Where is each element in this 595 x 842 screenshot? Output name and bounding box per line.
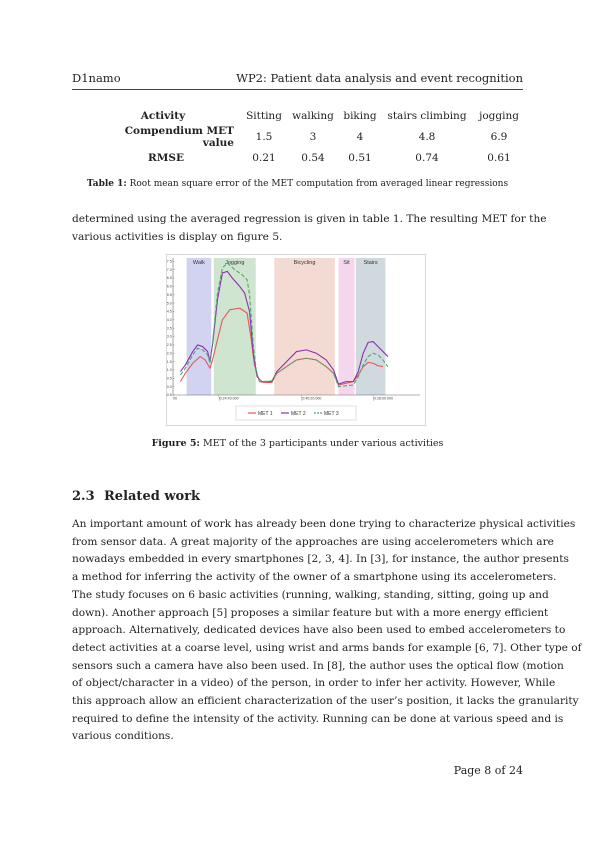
y-tick-label: 3.5 [167, 326, 172, 330]
activity-region [338, 258, 355, 395]
table-row: RMSE 0.21 0.54 0.51 0.74 0.61 [92, 150, 526, 166]
paragraph-line: determined using the averaged regression… [72, 213, 547, 225]
legend-label: MET 1 [258, 411, 273, 417]
y-tick-label: 3.0 [167, 335, 172, 339]
y-tick-label: 0.0 [167, 385, 172, 389]
figure-caption: Figure 5: MET of the 3 participants unde… [0, 438, 595, 449]
header-divider [72, 89, 523, 90]
paragraph-line: this approach allow an efficient charact… [72, 695, 579, 708]
paragraph-line: An important amount of work has already … [72, 518, 576, 530]
table-cell: 0.61 [487, 152, 511, 164]
table-cell: 0.74 [415, 152, 439, 164]
page-number: Page 8 of 24 [453, 764, 523, 777]
paragraph-line: detect activities at a coarse level, usi… [72, 641, 582, 654]
paragraph-related-work: An important amount of work has already … [72, 516, 582, 746]
y-tick-label: 0.5 [167, 376, 172, 380]
activity-region-label: Bicycling [294, 260, 316, 266]
section-number: 2.3 [72, 489, 95, 504]
table-cell: 1.5 [255, 131, 273, 143]
figure-caption-label: Figure 5: [151, 438, 200, 449]
y-tick-label: 5.5 [167, 293, 172, 297]
table-row: Compendium MET value 1.5 3 4 4.8 6.9 [92, 124, 526, 150]
activity-region-label: Walk [193, 260, 205, 266]
activity-region-label: Sit [343, 260, 350, 266]
table-header-cell: jogging [479, 110, 519, 122]
paragraph-line: a method for inferring the activity of t… [72, 571, 557, 584]
legend-label: MET 3 [324, 411, 339, 417]
x-tick-label: 00 [173, 397, 177, 401]
table-cell: 6.9 [490, 131, 508, 143]
y-tick-label: 4.0 [167, 318, 172, 322]
y-tick-label: 7.5 [167, 260, 172, 264]
legend-label: MET 2 [291, 411, 306, 417]
table-cell: 4 [356, 131, 364, 143]
activity-region-label: Stairs [364, 260, 378, 266]
table-header-cell: stairs climbing [387, 110, 467, 122]
x-tick-label: [0:28:00.000 [373, 397, 393, 401]
y-tick-label: 1.5 [167, 360, 172, 364]
table-cell: 0.21 [252, 152, 276, 164]
x-tick-label: [0:24:43.000 [219, 397, 239, 401]
table-cell: 0.54 [301, 152, 325, 164]
paragraph-intro: determined using the averaged regression… [72, 211, 547, 246]
running-header-project: D1namo [72, 71, 121, 85]
y-tick-label: 6.5 [167, 276, 172, 280]
activity-region-label: Jogging [225, 260, 244, 266]
y-tick-label: -0.5 [166, 393, 172, 397]
y-tick-label: 2.5 [167, 343, 172, 347]
series-line [179, 307, 384, 386]
y-tick-label: 2.0 [167, 351, 172, 355]
paragraph-line: sensors such a camera have also been use… [72, 659, 564, 672]
y-tick-label: 1.0 [167, 368, 172, 372]
table-cell: 4.8 [418, 131, 436, 143]
table-header-cell: Sitting [246, 110, 282, 122]
table-header-cell: Activity [140, 110, 186, 122]
section-title: Related work [104, 489, 201, 504]
met-rmse-table: Activity Sitting walking biking stairs c… [92, 108, 526, 166]
table-cell: 0.51 [348, 152, 372, 164]
table-row-header: Compendium MET value [124, 125, 234, 149]
paragraph-line: down). Another approach [5] proposes a s… [72, 606, 549, 619]
y-tick-label: 6.0 [167, 285, 172, 289]
activity-region [186, 258, 212, 395]
table-header-cell: walking [292, 110, 334, 122]
paragraph-line: from sensor data. A great majority of th… [72, 535, 554, 548]
x-tick-label: [0:45:20.000 [301, 397, 321, 401]
met-chart: Walk Jogging Bicycling Sit Stairs 7.5 7.0 6.5 6.… [166, 254, 426, 426]
y-tick-label: 7.0 [167, 268, 172, 272]
y-tick-label: 5.0 [167, 301, 172, 305]
paragraph-line: required to define the intensity of the … [72, 712, 564, 725]
table-row-header: RMSE [148, 152, 184, 164]
table-header-row: Activity Sitting walking biking stairs c… [92, 108, 526, 124]
table-header-cell: biking [343, 110, 377, 122]
met-chart-svg: Walk Jogging Bicycling Sit Stairs 7.5 7.0 6.5 6.… [166, 254, 426, 426]
paragraph-line: The study focuses on 6 basic activities … [72, 588, 549, 601]
table-cell: 3 [309, 131, 317, 143]
running-header-title: WP2: Patient data analysis and event rec… [236, 71, 523, 85]
series-line [179, 262, 389, 388]
legend-box [235, 405, 357, 421]
paragraph-line: various conditions. [72, 730, 174, 743]
table-caption-label: Table 1: [86, 179, 127, 189]
figure-caption-text: MET of the 3 participants under various … [199, 438, 444, 449]
y-tick-label: 4.5 [167, 310, 172, 314]
paragraph-line: nowadays embedded in every smartphones [… [72, 553, 569, 566]
activity-region [355, 258, 386, 395]
table-caption: Table 1: Root mean square error of the M… [0, 179, 595, 189]
table-caption-text: Root mean square error of the MET comput… [126, 179, 509, 189]
paragraph-line: approach. Alternatively, dedicated devic… [72, 624, 566, 637]
paragraph-line: various activities is display on figure … [72, 230, 283, 243]
paragraph-line: of object/character in a video) of the p… [72, 677, 556, 690]
activity-region [274, 258, 335, 395]
